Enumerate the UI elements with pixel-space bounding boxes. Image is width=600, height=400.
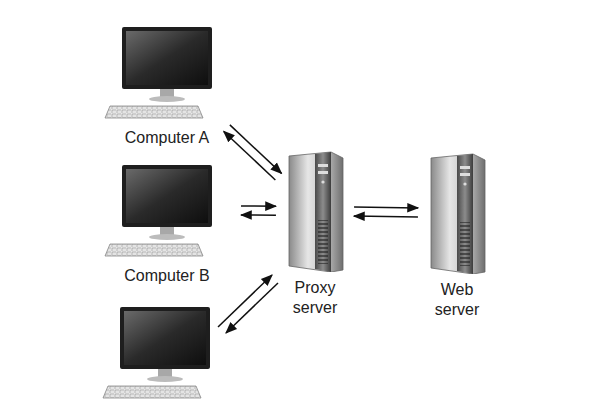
node-label: Web server xyxy=(426,280,488,320)
arrow-line xyxy=(354,206,418,208)
request-arrows xyxy=(218,275,278,333)
arrow-line xyxy=(224,131,276,180)
node-label: Computer B xyxy=(102,266,232,286)
server-tower-icon xyxy=(285,150,345,272)
arrow-line xyxy=(241,214,276,216)
arrow-line xyxy=(241,205,276,207)
computer-icon xyxy=(102,22,232,122)
arrow-line xyxy=(230,125,282,174)
connector xyxy=(354,207,418,217)
node-label: Proxy server xyxy=(284,278,346,318)
server-node: Proxy server xyxy=(270,150,360,318)
connector xyxy=(224,125,282,180)
computer-node: Computer B xyxy=(100,160,234,286)
arrow-line xyxy=(354,215,418,217)
connector xyxy=(241,206,276,215)
computer-icon xyxy=(103,307,210,398)
server-tower-icon xyxy=(427,152,487,274)
server-node: Web server xyxy=(412,152,502,320)
computer-icon xyxy=(102,160,232,260)
computer-node: Computer A xyxy=(100,22,234,148)
node-label: Computer A xyxy=(102,128,232,148)
